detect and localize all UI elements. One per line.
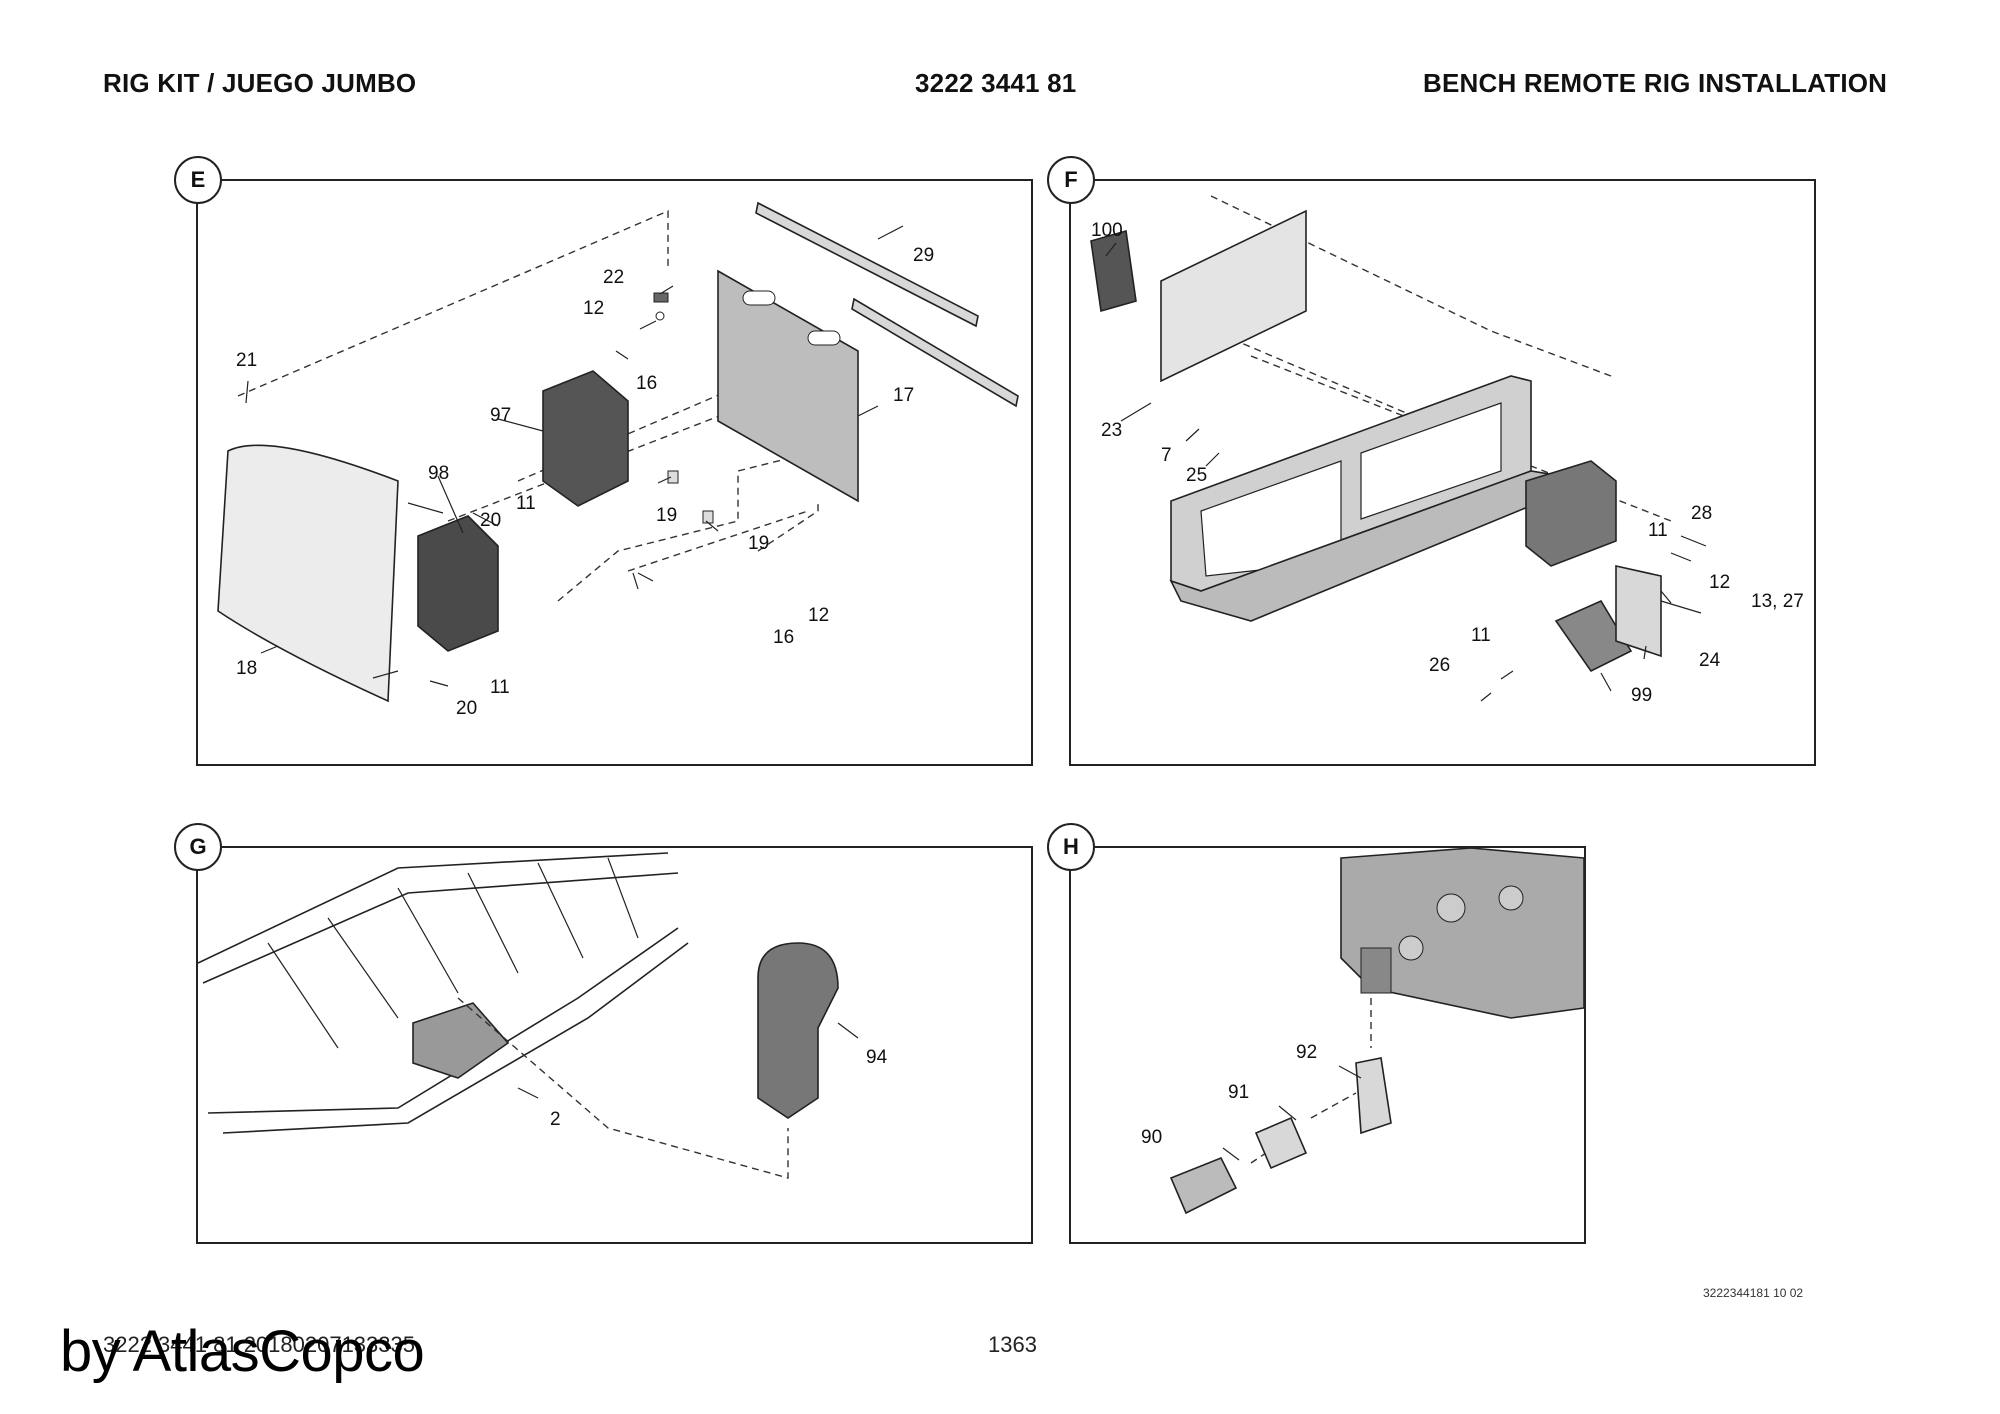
callout-25: 25 bbox=[1186, 465, 1207, 486]
callout-21: 21 bbox=[236, 350, 257, 371]
panel-e-drawing: 22 12 16 29 17 21 97 98 11 20 19 19 12 1… bbox=[217, 201, 1019, 719]
callout-98: 98 bbox=[428, 463, 449, 484]
callout-20: 20 bbox=[480, 510, 501, 531]
callout-11: 11 bbox=[1648, 520, 1668, 541]
callout-12: 12 bbox=[583, 298, 604, 319]
watermark: by AtlasCopco bbox=[60, 1319, 425, 1384]
callout-18: 18 bbox=[236, 658, 257, 679]
callout-16: 16 bbox=[773, 627, 794, 648]
panel-g-drawing: 94 2 bbox=[198, 852, 888, 1179]
panel-f: 100 23 7 25 28 11 12 13, 27 24 11 26 99 bbox=[1069, 179, 1816, 766]
panel-e-badge: E bbox=[174, 156, 222, 204]
callout-99: 99 bbox=[1631, 685, 1652, 706]
callout-20: 20 bbox=[456, 698, 477, 719]
callout-12: 12 bbox=[808, 605, 829, 626]
callout-100: 100 bbox=[1091, 220, 1123, 241]
callout-90: 90 bbox=[1141, 1127, 1162, 1148]
panel-g: 94 2 bbox=[196, 846, 1033, 1244]
callout-19: 19 bbox=[656, 505, 677, 526]
callout-7: 7 bbox=[1161, 445, 1172, 466]
callout-26: 26 bbox=[1429, 655, 1450, 676]
callout-11: 11 bbox=[516, 493, 536, 514]
callout-24: 24 bbox=[1699, 650, 1721, 671]
callout-91: 91 bbox=[1228, 1082, 1249, 1103]
callout-97: 97 bbox=[490, 405, 511, 426]
panel-h-badge: H bbox=[1047, 823, 1095, 871]
header-part-number: 3222 3441 81 bbox=[915, 68, 1077, 98]
panel-f-drawing: 100 23 7 25 28 11 12 13, 27 24 11 26 99 bbox=[1090, 195, 1804, 706]
panel-h-drawing: 92 91 90 bbox=[1141, 848, 1584, 1215]
callout-17: 17 bbox=[893, 385, 914, 406]
callout-11: 11 bbox=[1471, 625, 1491, 646]
callout-92: 92 bbox=[1296, 1042, 1317, 1063]
panel-h: 92 91 90 bbox=[1069, 846, 1586, 1244]
callout-28: 28 bbox=[1691, 503, 1712, 524]
callout-22: 22 bbox=[603, 267, 624, 288]
header-right-title: BENCH REMOTE RIG INSTALLATION bbox=[1423, 68, 1888, 98]
callout-94: 94 bbox=[866, 1047, 888, 1068]
callout-11: 11 bbox=[490, 677, 510, 698]
panel-g-badge: G bbox=[174, 823, 222, 871]
panel-f-badge: F bbox=[1047, 156, 1095, 204]
callout-2: 2 bbox=[550, 1109, 561, 1130]
callout-23: 23 bbox=[1101, 420, 1122, 441]
callout-29: 29 bbox=[913, 245, 934, 266]
panel-e: 22 12 16 29 17 21 97 98 11 20 19 19 12 1… bbox=[196, 179, 1033, 766]
callout-16: 16 bbox=[636, 373, 657, 394]
drawing-reference: 3222344181 10 02 bbox=[1703, 1286, 1804, 1300]
callout-19: 19 bbox=[748, 533, 769, 554]
document-reference: 3222 3441 81 20180207133335 bbox=[103, 1332, 415, 1357]
callout-13-27: 13, 27 bbox=[1751, 591, 1804, 612]
page-number: 1363 bbox=[988, 1332, 1037, 1357]
callout-12: 12 bbox=[1709, 572, 1730, 593]
header-left-title: RIG KIT / JUEGO JUMBO bbox=[103, 68, 417, 98]
